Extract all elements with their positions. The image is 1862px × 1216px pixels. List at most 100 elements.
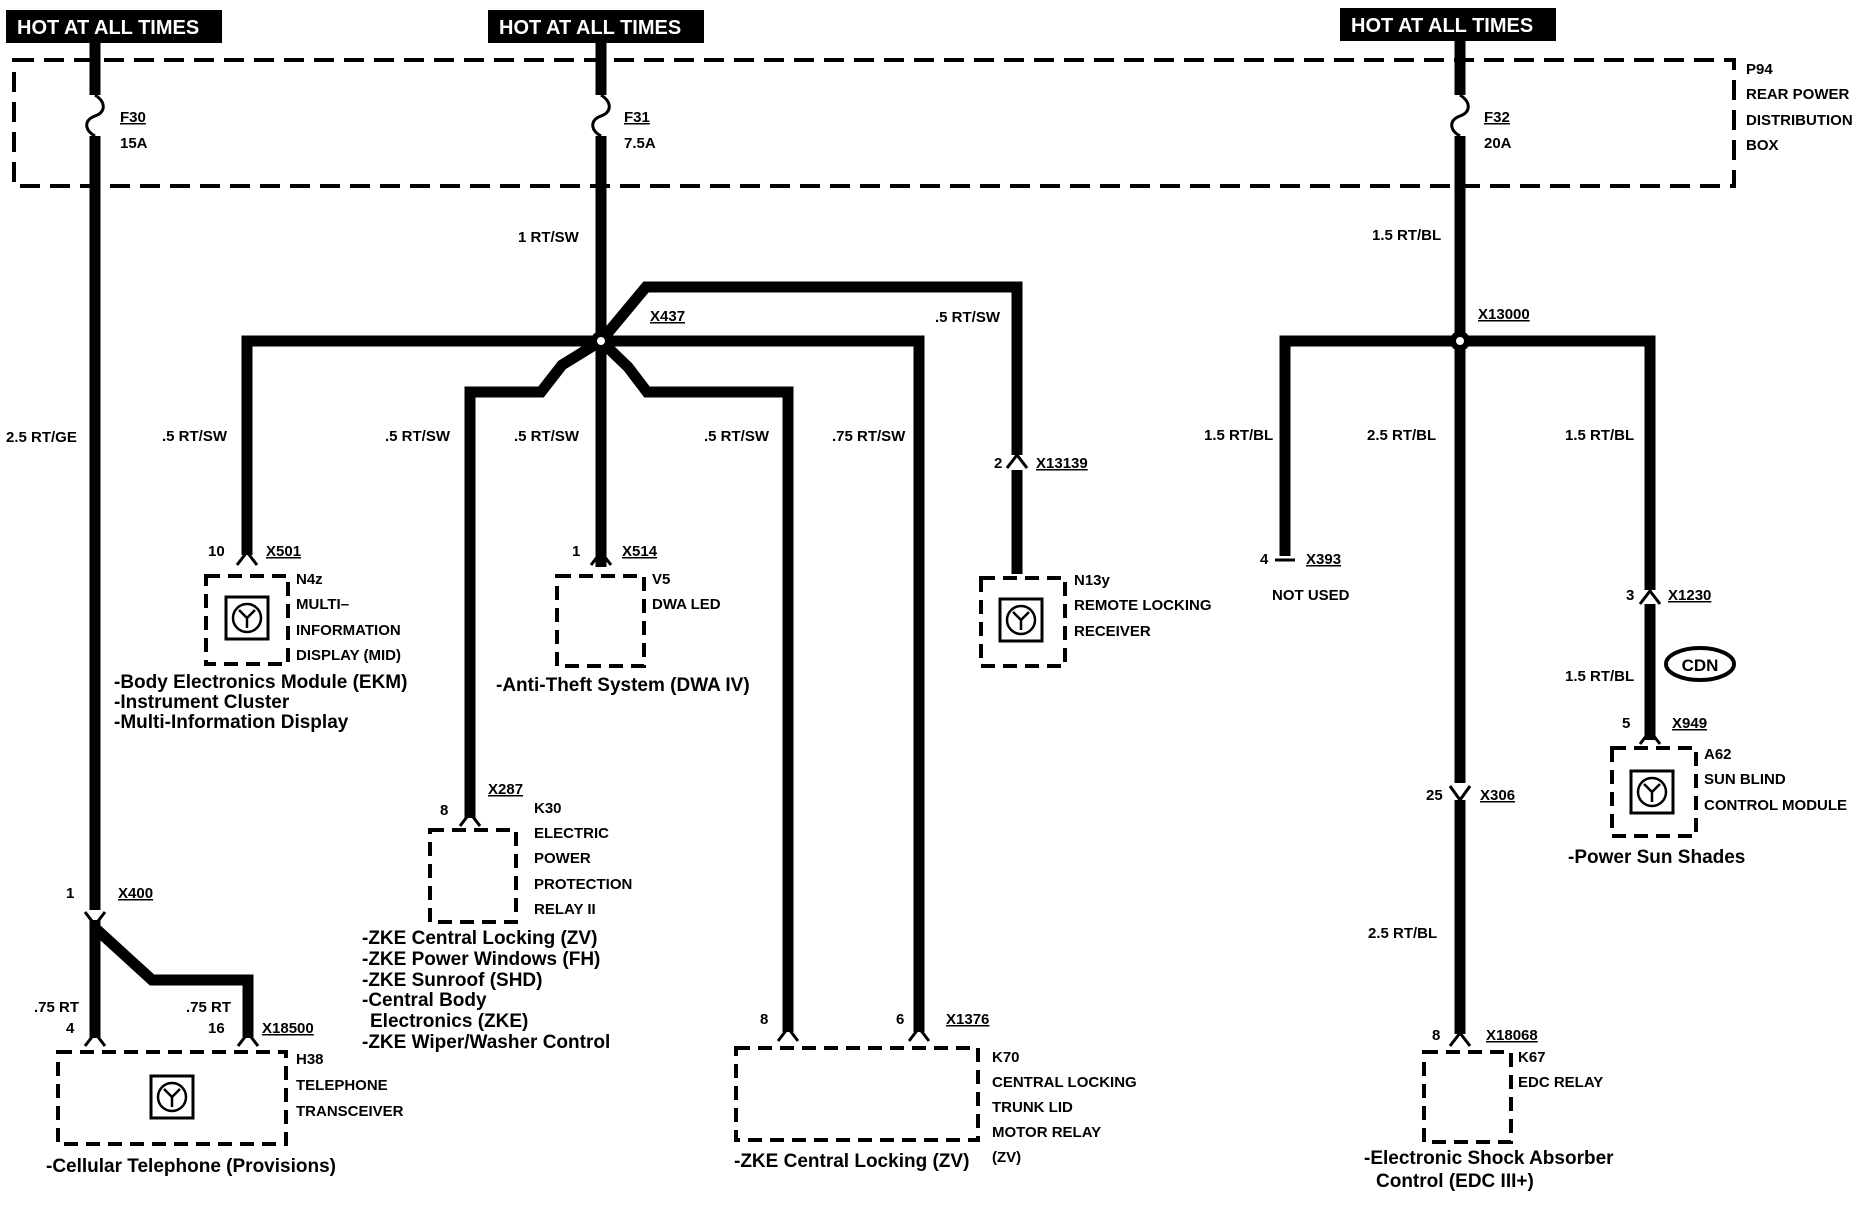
comp-tel-line2: TRANSCEIVER xyxy=(296,1103,404,1120)
comp-dwa-id: V5 xyxy=(652,571,670,588)
cdn-badge: CDN xyxy=(1664,646,1736,682)
component-edc: K67 EDC RELAY xyxy=(1422,1049,1603,1144)
fuse-f30: F30 15A xyxy=(85,43,148,190)
comp-dwa-line1: DWA LED xyxy=(652,596,721,613)
wire-label-relay: .5 RT/SW xyxy=(385,428,451,445)
wire-sun-top xyxy=(1460,335,1656,590)
connector-arrows xyxy=(83,452,1662,1047)
system-relay-1: -ZKE Central Locking (ZV) xyxy=(362,928,597,949)
control-module-icon xyxy=(156,1081,188,1113)
conn-tel-top: X400 xyxy=(118,885,153,902)
pin-tel-16: 16 xyxy=(208,1020,225,1037)
wire-label-tel16: .75 RT xyxy=(186,999,231,1016)
comp-edc-line1: EDC RELAY xyxy=(1518,1074,1603,1091)
comp-mid-line1: MULTI– xyxy=(296,596,349,613)
comp-mid-line2: INFORMATION xyxy=(296,622,401,639)
distribution-box-id: P94 xyxy=(1746,61,1773,78)
pin-remote: 2 xyxy=(994,455,1002,472)
system-dwa-1: -Anti-Theft System (DWA IV) xyxy=(496,675,750,696)
wire-label-edc-top: 2.5 RT/BL xyxy=(1367,427,1436,444)
wire-label-trunk8: .5 RT/SW xyxy=(704,428,770,445)
comp-sun-id: A62 xyxy=(1704,746,1732,763)
conn-tel: X18500 xyxy=(262,1020,314,1037)
component-mid: N4z MULTI– INFORMATION DISPLAY (MID) xyxy=(204,571,401,666)
comp-relay-line1: ELECTRIC xyxy=(534,825,609,842)
system-tel-1: -Cellular Telephone (Provisions) xyxy=(46,1156,336,1177)
comp-trunk-line3: MOTOR RELAY xyxy=(992,1124,1101,1141)
distribution-box-outline xyxy=(12,58,1736,188)
wire-label-sun-top: 1.5 RT/BL xyxy=(1565,427,1634,444)
comp-relay-line3: PROTECTION xyxy=(534,876,632,893)
comp-sun-line2: CONTROL MODULE xyxy=(1704,797,1847,814)
conn-mid: X501 xyxy=(266,543,301,560)
header-middle-text: HOT AT ALL TIMES xyxy=(499,17,681,39)
wire-tel-pin16 xyxy=(91,923,254,1038)
pin-mid: 10 xyxy=(208,543,225,560)
wire-label-f31: 1 RT/SW xyxy=(518,229,580,246)
system-sun-1: -Power Sun Shades xyxy=(1568,847,1745,868)
comp-remote-id: N13y xyxy=(1074,572,1111,589)
wire-label-mid: .5 RT/SW xyxy=(162,428,228,445)
comp-trunk-line1: CENTRAL LOCKING xyxy=(992,1074,1137,1091)
cdn-text: CDN xyxy=(1682,656,1719,675)
wire-label-trunk6: .75 RT/SW xyxy=(832,428,906,445)
pin-sun-top: 3 xyxy=(1626,587,1634,604)
component-remote: N13y REMOTE LOCKING RECEIVER xyxy=(979,572,1212,668)
pin-notused: 4 xyxy=(1260,551,1269,568)
system-mid-2: -Instrument Cluster xyxy=(114,692,290,713)
conn-edc: X18068 xyxy=(1486,1027,1538,1044)
conn-edc-mid: X306 xyxy=(1480,787,1515,804)
component-sun: A62 SUN BLIND CONTROL MODULE xyxy=(1610,746,1847,838)
comp-relay-line2: POWER xyxy=(534,850,591,867)
wire-label-f30: 2.5 RT/GE xyxy=(6,429,77,446)
fuse-f30-rating: 15A xyxy=(120,135,148,152)
pin-edc-mid: 25 xyxy=(1426,787,1443,804)
system-mid-1: -Body Electronics Module (EKM) xyxy=(114,672,407,693)
comp-remote-line2: RECEIVER xyxy=(1074,623,1151,640)
distribution-box-name-1: REAR POWER xyxy=(1746,86,1850,103)
wire-label-dwa: .5 RT/SW xyxy=(514,428,580,445)
comp-mid-id: N4z xyxy=(296,571,323,588)
splice-label-x437: X437 xyxy=(650,308,685,325)
conn-relay: X287 xyxy=(488,781,523,798)
conn-sun: X949 xyxy=(1672,715,1707,732)
system-relay-3: -ZKE Sunroof (SHD) xyxy=(362,970,542,991)
wire-label-notused: 1.5 RT/BL xyxy=(1204,427,1273,444)
header-left-text: HOT AT ALL TIMES xyxy=(17,17,199,39)
fuse-f32-rating: 20A xyxy=(1484,135,1512,152)
fuse-f32: F32 20A xyxy=(1450,41,1512,190)
wire-notused xyxy=(1279,335,1460,556)
comp-tel-id: H38 xyxy=(296,1051,324,1068)
wire-mid xyxy=(241,335,601,555)
wire-remote xyxy=(596,281,1023,455)
wire-label-sun-bottom: 1.5 RT/BL xyxy=(1565,668,1634,685)
fuse-f31: F31 7.5A xyxy=(591,43,656,190)
comp-tel-line1: TELEPHONE xyxy=(296,1077,388,1094)
pin-sun: 5 xyxy=(1622,715,1630,732)
header-left: HOT AT ALL TIMES xyxy=(6,10,222,43)
wire-trunk-6 xyxy=(601,335,925,1032)
system-relay-6: -ZKE Wiper/Washer Control xyxy=(362,1032,610,1053)
system-mid-3: -Multi-Information Display xyxy=(114,712,349,733)
comp-relay-line4: RELAY II xyxy=(534,901,596,918)
splice-label-x13000: X13000 xyxy=(1478,306,1530,323)
wire-label-edc-bottom: 2.5 RT/BL xyxy=(1368,925,1437,942)
fuse-f31-rating: 7.5A xyxy=(624,135,656,152)
wire-label-tel4: .75 RT xyxy=(34,999,79,1016)
comp-edc-id: K67 xyxy=(1518,1049,1546,1066)
pin-relay: 8 xyxy=(440,802,448,819)
pin-trunk-6: 6 xyxy=(896,1011,904,1028)
system-trunk-1: -ZKE Central Locking (ZV) xyxy=(734,1151,969,1172)
header-middle: HOT AT ALL TIMES xyxy=(488,10,704,43)
system-edc-1: -Electronic Shock Absorber xyxy=(1364,1148,1614,1169)
comp-trunk-line4: (ZV) xyxy=(992,1149,1021,1166)
header-right: HOT AT ALL TIMES xyxy=(1340,8,1556,41)
control-module-icon xyxy=(1636,776,1668,808)
comp-relay-id: K30 xyxy=(534,800,562,817)
pin-tel-top: 1 xyxy=(66,885,74,902)
conn-notused: X393 xyxy=(1306,551,1341,568)
wire-label-f32: 1.5 RT/BL xyxy=(1372,227,1441,244)
comp-trunk-line2: TRUNK LID xyxy=(992,1099,1073,1116)
fuse-f31-id: F31 xyxy=(624,109,650,126)
